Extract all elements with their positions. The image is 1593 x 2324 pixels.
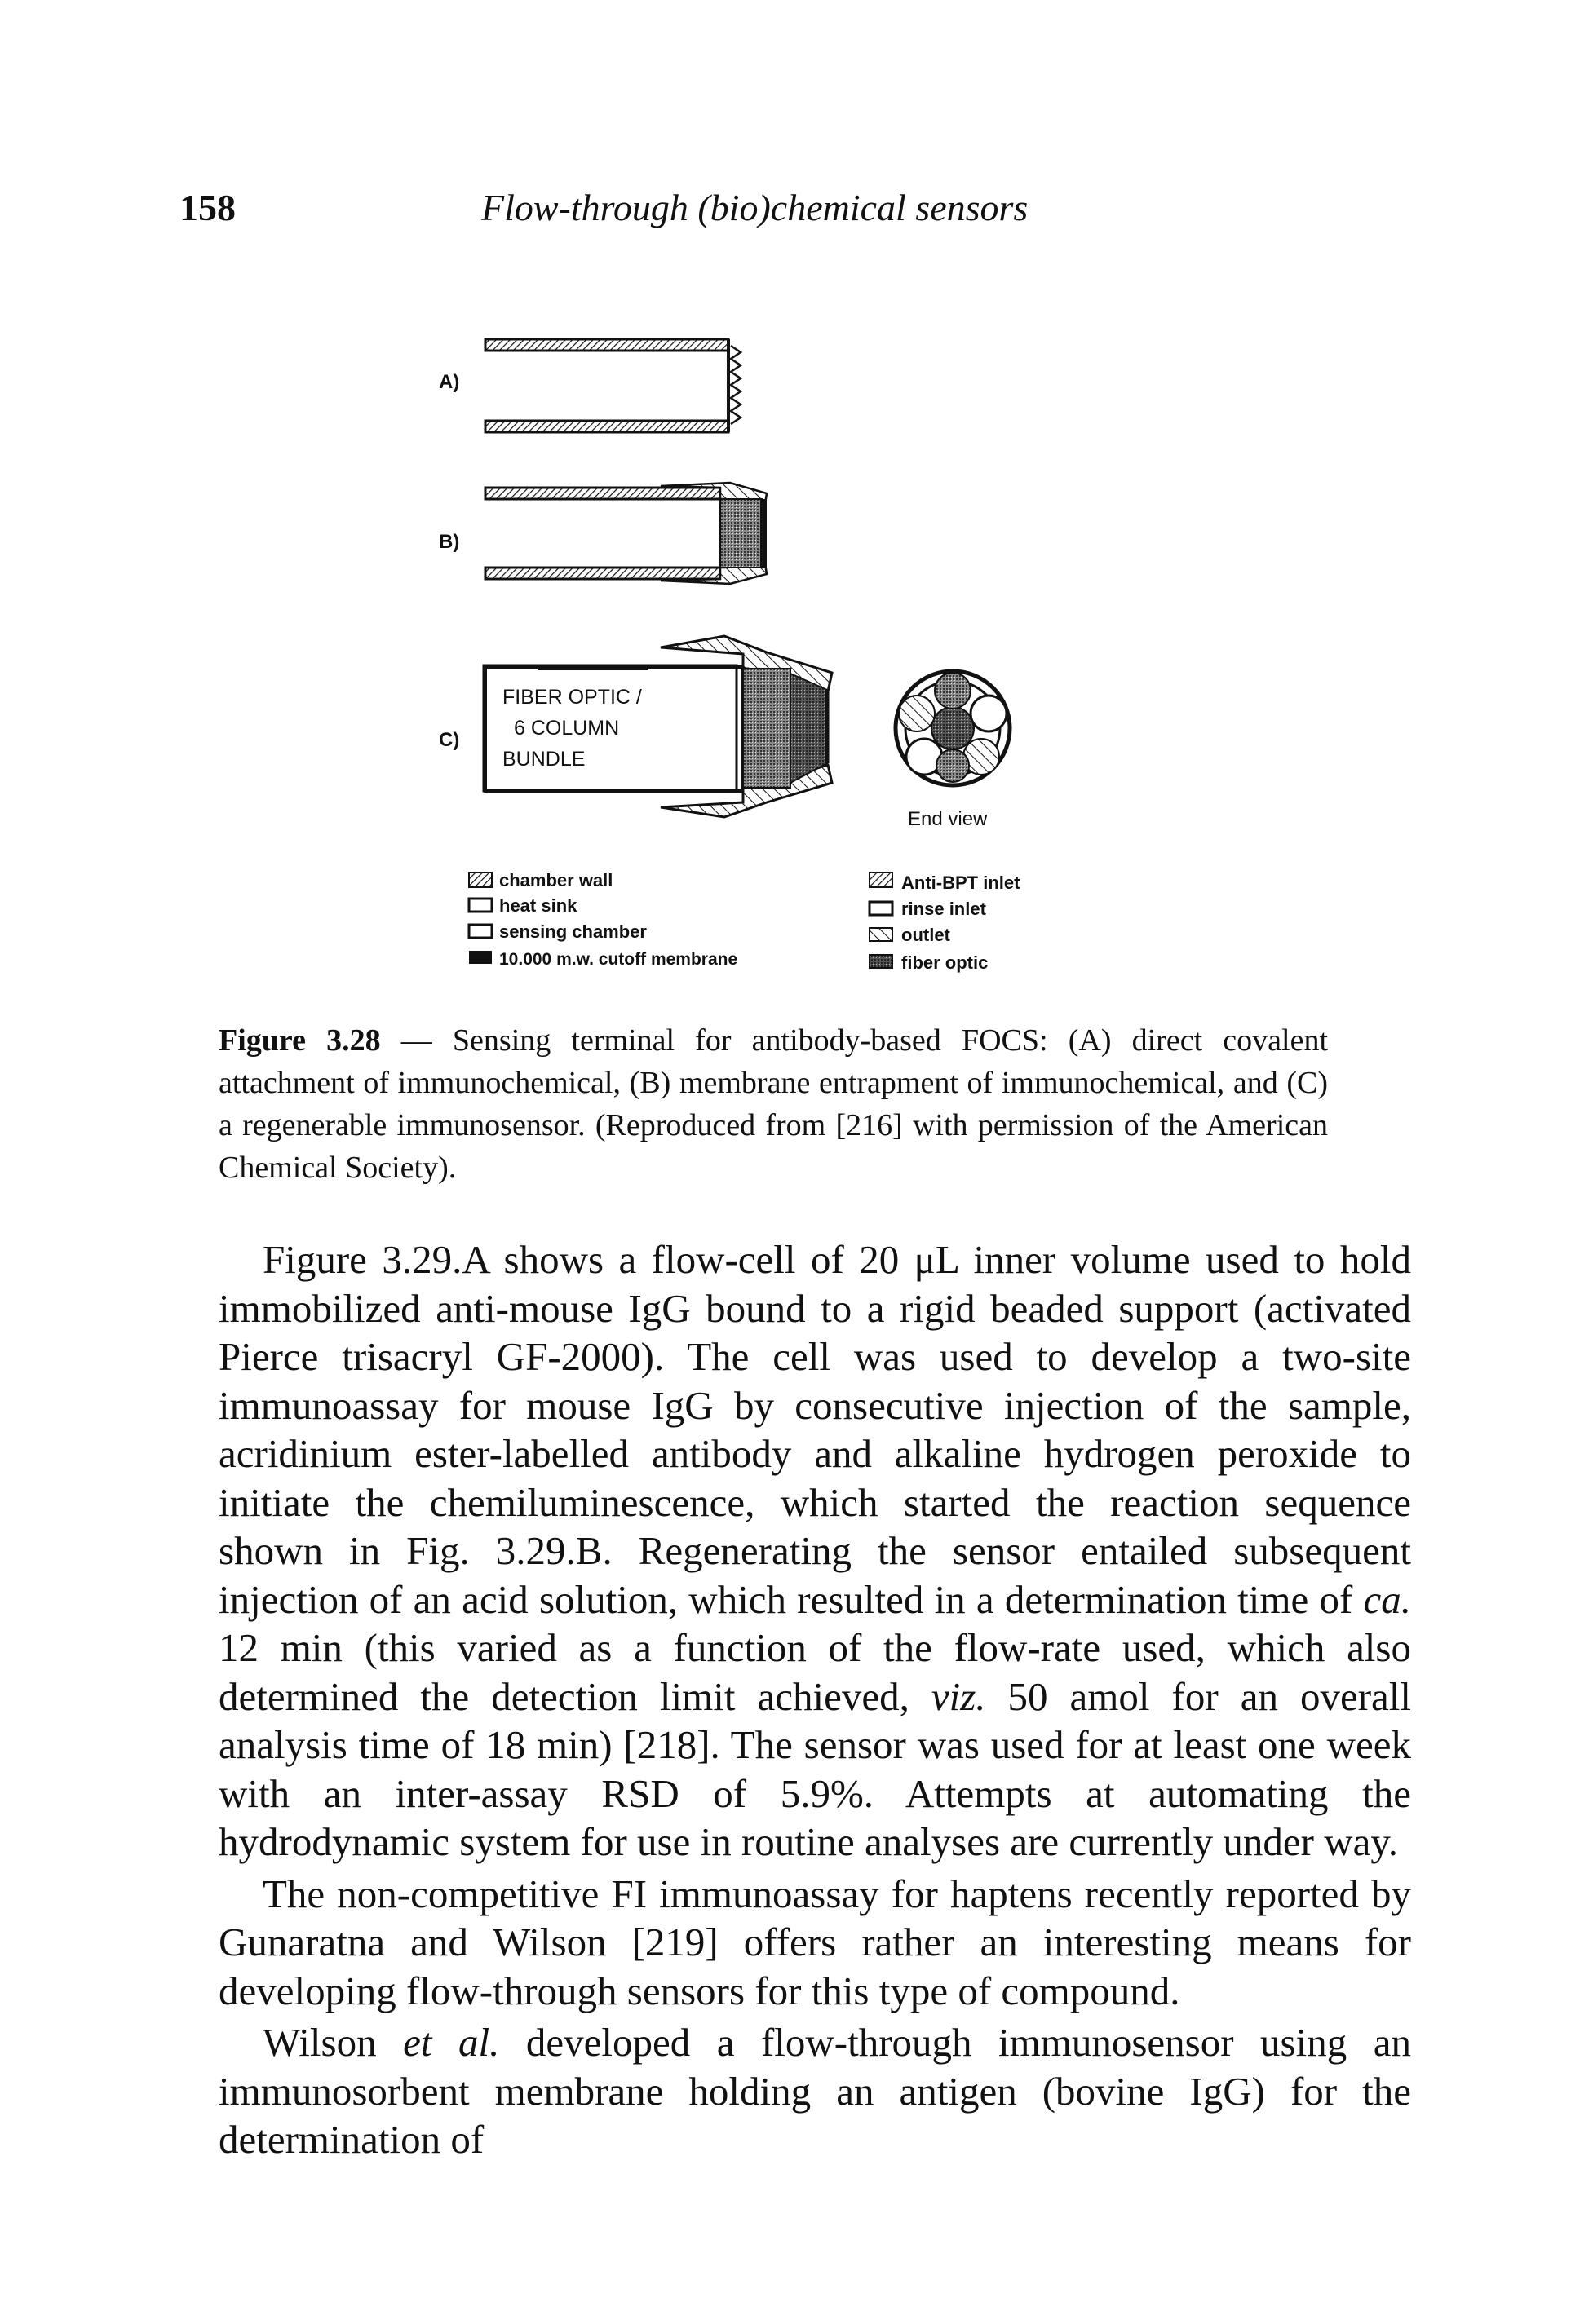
paragraph-3-italic-et-al: et al. (403, 2020, 500, 2065)
running-title: Flow-through (bio)chemical sensors (481, 187, 1029, 228)
legend-label-sensing-chamber: sensing chamber (499, 921, 647, 942)
legend-label-membrane: 10.000 m.w. cutoff membrane (499, 950, 737, 969)
legend-label-chamber-wall: chamber wall (499, 870, 613, 890)
legend-label-heat-sink: heat sink (499, 895, 577, 916)
paragraph-1-text-mid: 12 min (this varied as a function of the… (219, 1625, 1411, 1719)
paragraph-3-text-end: developed a flow-through immunosensor us… (219, 2020, 1411, 2162)
legend-item-rinse-inlet: rinse inlet (868, 899, 987, 919)
figure-caption-text: — Sensing terminal for antibody-based FO… (219, 1023, 1328, 1185)
legend-item-fiber-optic: fiber optic (869, 952, 988, 973)
sensing-terminal-diagram: A) B) C) (439, 338, 1020, 973)
paragraph-3-text-start: Wilson (263, 2020, 404, 2065)
figure-caption-label: Figure 3.28 (219, 1023, 381, 1058)
figure-caption: Figure 3.28 — Sensing terminal for antib… (219, 1019, 1328, 1189)
legend-item-chamber-wall: chamber wall (468, 870, 613, 890)
legend-label-fiber-optic: fiber optic (901, 952, 988, 973)
box-label-line-1: FIBER OPTIC / (502, 686, 642, 709)
panel-c-drawing (484, 634, 834, 819)
panel-label-c: C) (439, 729, 459, 751)
panel-b-drawing (484, 481, 768, 585)
paragraph-2: The non-competitive FI immunoassay for h… (219, 1871, 1411, 2013)
end-view-drawing (893, 669, 1012, 788)
page-number: 158 (179, 187, 236, 228)
panel-label-b: B) (439, 531, 459, 553)
running-head: 158 Flow-through (bio)chemical sensors (0, 186, 1593, 243)
paragraph-1-text-end: 50 amol for an overall analysis time of … (219, 1673, 1411, 1865)
paragraph-1-text-start: Figure 3.29.A shows a flow-cell of 20 μL… (219, 1237, 1411, 1622)
legend-item-anti-bpt-inlet: Anti-BPT inlet (869, 872, 1020, 893)
legend-item-sensing-chamber: sensing chamber (467, 921, 647, 942)
legend-label-rinse-inlet: rinse inlet (901, 899, 987, 919)
box-label-line-2: 6 COLUMN (514, 717, 619, 740)
legend-item-outlet: outlet (869, 925, 951, 945)
legend-item-heat-sink: heat sink (467, 895, 577, 916)
end-view-label: End view (908, 808, 988, 830)
figure-3-28: A) B) C) (392, 326, 1142, 1003)
legend-label-anti-bpt-inlet: Anti-BPT inlet (901, 873, 1020, 893)
paragraph-1-italic-ca: ca. (1363, 1576, 1412, 1622)
fiber-optic-label-box: FIBER OPTIC / 6 COLUMN BUNDLE (482, 664, 738, 793)
paragraph-1-italic-viz: viz. (931, 1673, 986, 1719)
legend-label-outlet: outlet (901, 925, 951, 945)
box-label-line-3: BUNDLE (502, 748, 585, 771)
body-text: Figure 3.29.A shows a flow-cell of 20 μL… (219, 1235, 1411, 2164)
panel-label-a: A) (439, 371, 459, 393)
panel-a-drawing (484, 338, 743, 434)
paragraph-1: Figure 3.29.A shows a flow-cell of 20 μL… (219, 1235, 1411, 1867)
paragraph-3: Wilson et al. developed a flow-through i… (219, 2018, 1411, 2164)
legend-item-membrane: 10.000 m.w. cutoff membrane (469, 950, 737, 969)
legend: chamber wall heat sink sensing chamber 1… (467, 870, 1020, 973)
